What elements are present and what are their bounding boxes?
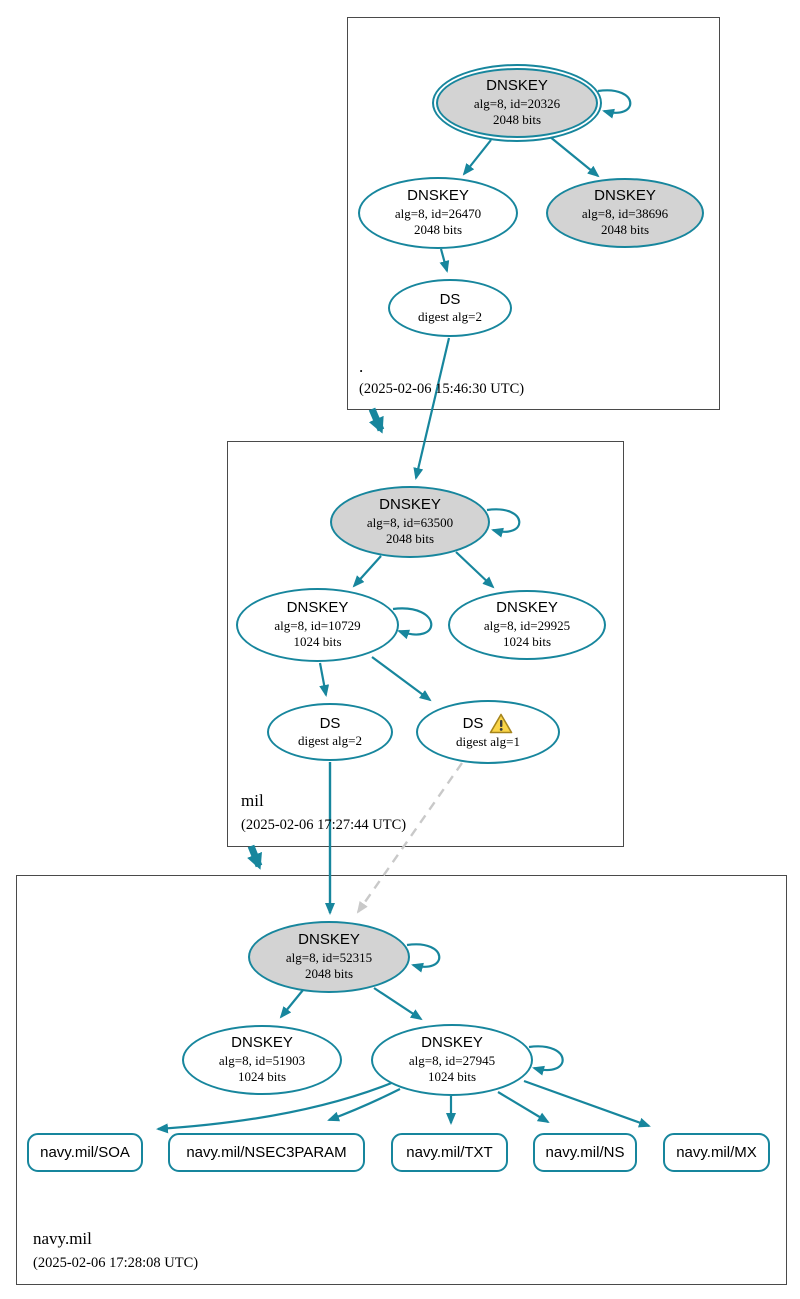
node-title: DS (319, 714, 341, 732)
node-detail: 2048 bits (304, 966, 354, 982)
node-detail: 2048 bits (600, 222, 650, 238)
node-title: DNSKEY (379, 496, 441, 514)
edge-10729-ds1 (371, 656, 432, 702)
ds-mil-alg1-node[interactable]: DS digest alg=1 (416, 700, 560, 764)
node-detail: 1024 bits (237, 1069, 287, 1085)
rrset-navy-mil-mx[interactable]: navy.mil/MX (663, 1133, 770, 1172)
zone-timestamp-root: (2025-02-06 15:46:30 UTC) (359, 381, 525, 397)
dnskey-52315-node[interactable]: DNSKEY alg=8, id=52315 2048 bits (248, 921, 410, 993)
edge-10729-ds2 (318, 662, 330, 697)
zone-timestamp-mil: (2025-02-06 17:27:44 UTC) (241, 817, 407, 833)
node-detail: alg=8, id=26470 (394, 206, 482, 222)
rrset-navy-mil-nsec3param[interactable]: navy.mil/NSEC3PARAM (168, 1133, 365, 1172)
node-detail: digest alg=2 (297, 733, 363, 749)
node-title: DNSKEY (594, 187, 656, 205)
node-title: DNSKEY (421, 1034, 483, 1052)
edge-selfloop-52315 (406, 943, 441, 973)
node-detail: alg=8, id=52315 (285, 950, 373, 966)
rrset-navy-mil-txt[interactable]: navy.mil/TXT (391, 1133, 508, 1172)
node-detail: alg=8, id=29925 (483, 618, 571, 634)
edge-27945-soa (156, 1080, 395, 1134)
dnskey-20326-inner: DNSKEY alg=8, id=20326 2048 bits (436, 68, 598, 138)
dnskey-29925-node[interactable]: DNSKEY alg=8, id=29925 1024 bits (448, 590, 606, 660)
dnskey-38696-node[interactable]: DNSKEY alg=8, id=38696 2048 bits (546, 178, 704, 248)
rrset-navy-mil-ns[interactable]: navy.mil/NS (533, 1133, 637, 1172)
node-detail: 2048 bits (492, 112, 542, 128)
node-title: DS (462, 714, 484, 732)
edge-52315-27945 (373, 987, 423, 1021)
zone-label-root: . (359, 357, 364, 376)
edge-selfloop-27945 (528, 1045, 564, 1076)
rrset-navy-mil-soa[interactable]: navy.mil/SOA (27, 1133, 143, 1172)
edge-20326-38696 (548, 135, 600, 178)
node-title: DNSKEY (298, 931, 360, 949)
node-detail: alg=8, id=10729 (274, 618, 361, 634)
edge-52315-51903 (279, 989, 304, 1019)
node-detail: alg=8, id=20326 (473, 96, 561, 112)
node-detail: digest alg=1 (455, 734, 521, 750)
dnskey-26470-node[interactable]: DNSKEY alg=8, id=26470 2048 bits (358, 177, 518, 249)
node-detail: alg=8, id=51903 (218, 1053, 306, 1069)
edge-27945-nsec3param (327, 1088, 401, 1122)
edge-mil-ds1-navy-dnskey-dashed (356, 762, 463, 914)
node-title: DNSKEY (407, 187, 469, 205)
warning-icon (490, 714, 513, 734)
edge-selfloop-10729 (392, 607, 433, 640)
ds-mil-alg2-node[interactable]: DS digest alg=2 (267, 703, 393, 761)
node-detail: 1024 bits (293, 634, 342, 650)
dnskey-10729-node[interactable]: DNSKEY alg=8, id=10729 1024 bits (236, 588, 399, 662)
edge-63500-10729 (352, 555, 382, 588)
edge-delegation-mil-navy (247, 844, 263, 870)
zone-timestamp-navy-mil: (2025-02-06 17:28:08 UTC) (33, 1255, 199, 1271)
node-detail: 2048 bits (385, 531, 435, 547)
node-title: DNSKEY (231, 1034, 293, 1052)
node-title: DNSKEY (496, 599, 558, 617)
zone-label-navy-mil: navy.mil (33, 1229, 92, 1248)
dnskey-27945-node[interactable]: DNSKEY alg=8, id=27945 1024 bits (371, 1024, 533, 1096)
node-title: DS (439, 290, 461, 308)
dnskey-20326-node[interactable]: DNSKEY alg=8, id=20326 2048 bits (432, 64, 602, 142)
edge-27945-mx (523, 1079, 651, 1128)
edge-selfloop-20326 (597, 89, 632, 119)
edge-selfloop-63500 (486, 508, 521, 538)
node-title: DNSKEY (286, 599, 349, 617)
node-detail: alg=8, id=63500 (366, 515, 454, 531)
node-detail: 2048 bits (413, 222, 463, 238)
edge-26470-ds (439, 248, 450, 273)
edge-root-ds-mil-dnskey (413, 337, 451, 480)
zone-label-mil: mil (241, 791, 264, 810)
edge-delegation-root-mil (368, 407, 385, 434)
dnskey-51903-node[interactable]: DNSKEY alg=8, id=51903 1024 bits (182, 1025, 342, 1095)
edge-20326-26470 (462, 139, 492, 176)
edge-27945-ns (497, 1091, 550, 1124)
node-detail: 1024 bits (427, 1069, 477, 1085)
ds-root-node[interactable]: DS digest alg=2 (388, 279, 512, 337)
node-detail: 1024 bits (502, 634, 552, 650)
node-title: DNSKEY (486, 77, 548, 95)
dnskey-63500-node[interactable]: DNSKEY alg=8, id=63500 2048 bits (330, 486, 490, 558)
node-detail: digest alg=2 (417, 309, 483, 325)
edge-63500-29925 (455, 551, 495, 589)
node-detail: alg=8, id=27945 (408, 1053, 496, 1069)
node-detail: alg=8, id=38696 (581, 206, 669, 222)
